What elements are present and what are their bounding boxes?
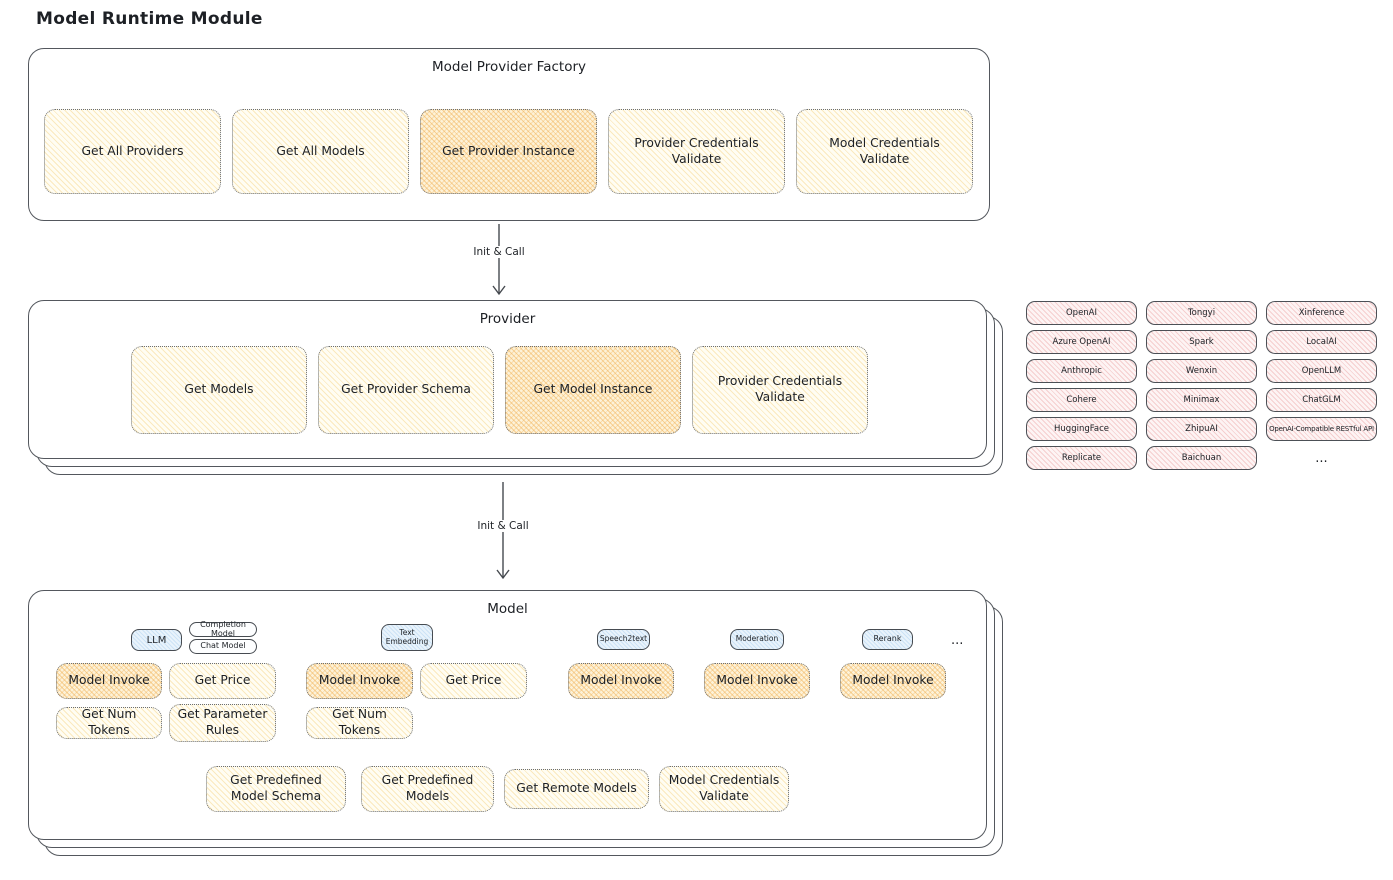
- factory-item-get-provider-instance: Get Provider Instance: [420, 109, 597, 194]
- provider-chip-chatglm: ChatGLM: [1266, 388, 1377, 412]
- provider-chip-openai-compatible: OpenAI-Compatible RESTful API: [1266, 417, 1377, 441]
- provider-chip-anthropic: Anthropic: [1026, 359, 1137, 383]
- factory-panel-label: Model Provider Factory: [431, 59, 586, 75]
- init-call-arrow-1: Init & Call: [469, 224, 529, 296]
- model-panel-label: Model: [487, 601, 528, 617]
- model-fn-speech2text-model-invoke: Model Invoke: [568, 663, 674, 699]
- model-fn-embedding-get-num-tokens: Get Num Tokens: [306, 707, 413, 739]
- provider-item-get-provider-schema: Get Provider Schema: [318, 346, 494, 434]
- provider-chip-openllm: OpenLLM: [1266, 359, 1377, 383]
- factory-item-provider-credentials-validate: Provider Credentials Validate: [608, 109, 785, 194]
- arrow-label: Init & Call: [469, 246, 529, 258]
- model-panel: Model LLM Completion Model Chat Model Te…: [28, 590, 987, 840]
- model-tag-speech2text: Speech2text: [597, 629, 650, 650]
- provider-item-provider-credentials-validate: Provider Credentials Validate: [692, 346, 868, 434]
- model-fn-moderation-model-invoke: Model Invoke: [704, 663, 810, 699]
- init-call-arrow-2: Init & Call: [473, 482, 533, 580]
- model-tag-chat-model: Chat Model: [189, 639, 257, 654]
- provider-chip-huggingface: HuggingFace: [1026, 417, 1137, 441]
- model-fn-embedding-model-invoke: Model Invoke: [306, 663, 413, 699]
- model-fn-rerank-model-invoke: Model Invoke: [840, 663, 946, 699]
- provider-chip-xinference: Xinference: [1266, 301, 1377, 325]
- model-fn-llm-get-parameter-rules: Get Parameter Rules: [169, 704, 276, 742]
- model-tags-more: ...: [951, 633, 964, 648]
- provider-chip-spark: Spark: [1146, 330, 1257, 354]
- factory-item-model-credentials-validate: Model Credentials Validate: [796, 109, 973, 194]
- provider-panel: Provider Get Models Get Provider Schema …: [28, 300, 987, 459]
- arrow-label: Init & Call: [473, 520, 533, 532]
- arrow-down-icon: [492, 224, 506, 296]
- model-fn-model-credentials-validate: Model Credentials Validate: [659, 766, 789, 812]
- provider-chip-baichuan: Baichuan: [1146, 446, 1257, 470]
- model-fn-embedding-get-price: Get Price: [420, 663, 527, 699]
- provider-chip-wenxin: Wenxin: [1146, 359, 1257, 383]
- model-fn-get-remote-models: Get Remote Models: [504, 769, 649, 809]
- provider-chip-azure-openai: Azure OpenAI: [1026, 330, 1137, 354]
- provider-item-get-model-instance: Get Model Instance: [505, 346, 681, 434]
- factory-item-get-all-models: Get All Models: [232, 109, 409, 194]
- factory-item-get-all-providers: Get All Providers: [44, 109, 221, 194]
- provider-chip-more: ...: [1315, 450, 1328, 466]
- provider-chip-minimax: Minimax: [1146, 388, 1257, 412]
- model-tag-text-embedding: Text Embedding: [381, 624, 433, 651]
- model-fn-llm-model-invoke: Model Invoke: [56, 663, 162, 699]
- model-tag-completion-model: Completion Model: [189, 620, 257, 637]
- provider-chip-cohere: Cohere: [1026, 388, 1137, 412]
- factory-panel: Model Provider Factory Get All Providers…: [28, 48, 990, 221]
- model-fn-llm-get-num-tokens: Get Num Tokens: [56, 707, 162, 739]
- model-tag-moderation: Moderation: [730, 629, 784, 650]
- provider-grid: OpenAI Tongyi Xinference Azure OpenAI Sp…: [1026, 301, 1377, 470]
- model-fn-get-predefined-model-schema: Get Predefined Model Schema: [206, 766, 346, 812]
- provider-chip-localai: LocalAI: [1266, 330, 1377, 354]
- provider-chip-zhipuai: ZhipuAI: [1146, 417, 1257, 441]
- provider-item-get-models: Get Models: [131, 346, 307, 434]
- diagram-title: Model Runtime Module: [36, 9, 263, 29]
- model-fn-llm-get-price: Get Price: [169, 663, 276, 699]
- provider-panel-label: Provider: [479, 311, 536, 327]
- model-fn-get-predefined-models: Get Predefined Models: [361, 766, 494, 812]
- provider-chip-tongyi: Tongyi: [1146, 301, 1257, 325]
- model-tag-rerank: Rerank: [862, 629, 913, 650]
- model-tag-llm: LLM: [131, 629, 182, 651]
- provider-chip-replicate: Replicate: [1026, 446, 1137, 470]
- provider-chip-openai: OpenAI: [1026, 301, 1137, 325]
